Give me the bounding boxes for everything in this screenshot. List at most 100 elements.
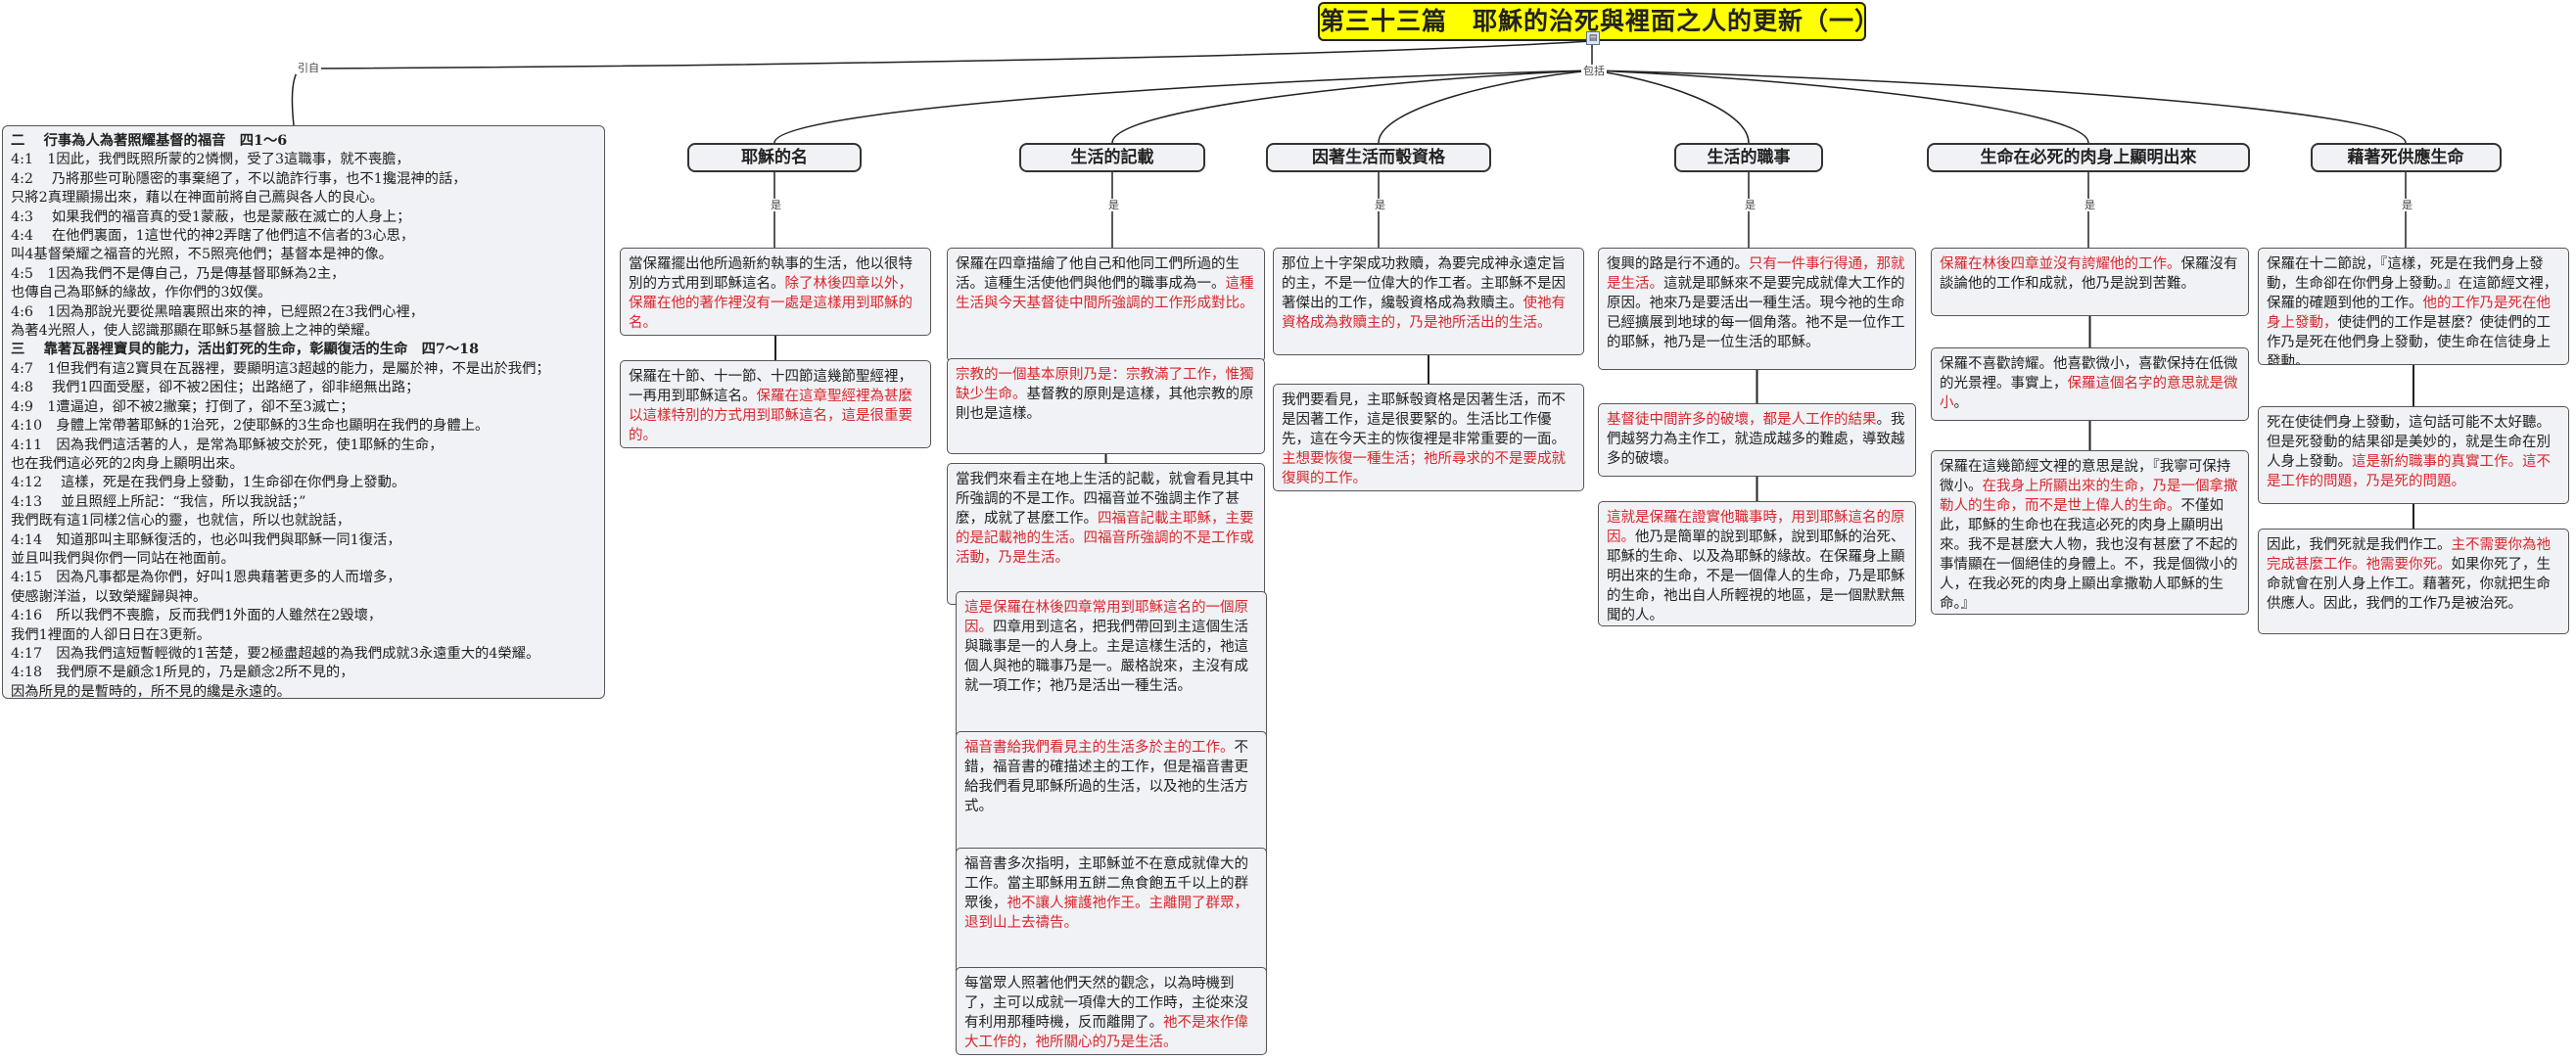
highlight-text: 基督徒中間許多的破壞，都是人工作的結果 <box>1607 412 1877 428</box>
scripture-verse: 4:5 1因為我們不是傳自己，乃是傳基督耶穌為2主， <box>11 265 346 282</box>
scripture-verse: 4:7 1但我們有這2寶貝在瓦器裡，要顯明這3超越的能力，是屬於神，不是出於我們… <box>11 360 550 377</box>
note-text: 每當眾人照著他們天然的觀念，以為時機到了，主可以成就一項偉大的工作時，主從來沒有… <box>964 976 1248 1031</box>
topic-6-note-3[interactable]: 因此，我們死就是我們作工。主不需要你為祂完成甚麼工作。祂需要你死。如果你死了，生… <box>2258 529 2569 634</box>
highlight-text: 這種生活與今天基督徒中間所強調的工作形成對比。 <box>956 276 1254 311</box>
scripture-heading: 三 靠著瓦器裡寶貝的能力，活出釘死的生命，彰顯復活的生命 四7～18 <box>11 342 480 358</box>
scripture-verse: 4:12 這樣，死是在我們身上發動，1生命卻在你們身上發動。 <box>11 475 406 491</box>
topic-2[interactable]: 生活的記載 <box>1019 143 1205 172</box>
topic-2-note-7[interactable]: 每當眾人照著他們天然的觀念，以為時機到了，主可以成就一項偉大的工作時，主從來沒有… <box>956 967 1267 1055</box>
scripture-verse: 4:4 在他們裏面，1這世代的神2弄瞎了他們這不信者的3心思， <box>11 228 415 245</box>
scripture-verse: 並且叫我們與你們一同站在祂面前。 <box>11 550 235 567</box>
scripture-panel[interactable]: 二 行事為人為著照耀基督的福音 四1～6 4:1 1因此，我們既照所蒙的2憐憫，受… <box>2 125 605 699</box>
highlight-text: 保羅這個名字的意思就是微小 <box>1940 376 2238 411</box>
topic-6-note-1[interactable]: 保羅在十二節說，『這樣，死是在我們身上發動，生命卻在你們身上發動。』在這節經文裡… <box>2258 248 2569 365</box>
root-topic[interactable]: 第三十三篇 耶穌的治死與裡面之人的更新（一） <box>1318 2 1879 41</box>
link-root-topic-3 <box>1378 69 1593 144</box>
topic-2-note-6[interactable]: 福音書多次指明，主耶穌並不在意成就偉大的工作。當主耶穌用五餅二魚食飽五千以上的群… <box>956 848 1267 977</box>
note-text: 我們要看見，主耶穌彀資格是因著生活，而不是因著工作，這是很要緊的。生活比工作優先… <box>1282 392 1566 447</box>
note-text: 死在使徒們身上發動，這句話可能不太好聽。但是死發動的結果卻是美妙的，就是生命在別… <box>2267 415 2551 470</box>
note-icon[interactable]: ▤ <box>1586 31 1600 45</box>
note-text: 。我們越努力為主作工，就造成越多的難處，導致越多的破壞。 <box>1607 412 1905 467</box>
topic-4-note-3[interactable]: 這就是保羅在證實他職事時，用到耶穌這名的原因。他乃是簡單的說到耶穌，說到耶穌的治… <box>1598 501 1916 626</box>
topic-3[interactable]: 因著生活而彀資格 <box>1266 143 1491 172</box>
scripture-verse: 4:10 身體上常帶著耶穌的1治死，2使耶穌的3生命也顯明在我們的身體上。 <box>11 418 490 435</box>
scripture-verse: 4:15 因為凡事都是為你們，好叫1恩典藉著更多的人而增多， <box>11 570 401 586</box>
topic-3-note-1[interactable]: 那位上十字架成功救贖，為要完成神永遠定旨的主，不是一位偉大的作工者。主耶穌不是因… <box>1273 248 1584 355</box>
note-text: 這就是耶穌來不是要完成就偉大工作的原因。祂來乃是要活出一種生活。現今祂的生命已經… <box>1607 276 1905 350</box>
edge-label-is: 是 <box>2400 199 2414 211</box>
highlight-text: 這是保羅在林後四章常用到耶穌這名的一個原因。 <box>964 600 1248 635</box>
edge-label-is: 是 <box>1373 199 1387 211</box>
edge-label-is: 是 <box>1106 199 1121 211</box>
scripture-verse: 叫4基督榮耀之福音的光照，不5照亮他們；基督本是神的像。 <box>11 247 393 263</box>
note-text: 保羅在四章描繪了他自己和他同工們所過的生活。這種生活使他們與他們的職事成為一。 <box>956 256 1240 292</box>
note-text: 那位上十字架成功救贖，為要完成神永遠定旨的主，不是一位偉大的作工者。主耶穌不是因… <box>1282 256 1566 311</box>
note-text: 他乃是簡單的說到耶穌，說到耶穌的治死、耶穌的生命、以及為耶穌的緣故。在保羅身上顯… <box>1607 530 1905 623</box>
note-text: 保羅在十節、十一節、十四節這幾節聖經裡，一再用到耶穌這名。 <box>629 369 913 404</box>
note-text: 如果你死了，生命就會在別人身上作工。藉著死，你就把生命供應人。因此，我們的工作乃… <box>2267 557 2551 612</box>
highlight-text: 這就是保羅在證實他職事時，用到耶穌這名的原因。 <box>1607 510 1905 545</box>
note-text: 復興的路是行不通的。 <box>1607 256 1749 272</box>
scripture-verse: 我們1裡面的人卻日日在3更新。 <box>11 626 211 643</box>
topic-2-note-5[interactable]: 福音書給我們看見主的生活多於主的工作。不錯，福音書的確描述主的工作，但是福音書更… <box>956 731 1267 860</box>
scripture-verse: 4:2 乃將那些可恥隱密的事棄絕了，不以詭詐行事，也不1攙混神的話， <box>11 170 467 187</box>
topic-5-note-1[interactable]: 保羅在林後四章並沒有誇耀他的工作。保羅沒有談論他的工作和成就，他乃是說到苦難。 <box>1931 248 2249 316</box>
note-text: 保羅沒有談論他的工作和成就，他乃是說到苦難。 <box>1940 256 2238 292</box>
link-root-topic-1 <box>773 69 1593 144</box>
scripture-verse: 4:16 所以我們不喪膽，反而我們1外面的人雖然在2毀壞， <box>11 608 383 624</box>
highlight-text: 使祂有資格成為救贖主的，乃是祂所活出的生活。 <box>1282 296 1566 331</box>
highlight-text: 祂不讓人擁護祂作王。主離開了群眾，退到山上去禱告。 <box>964 896 1248 931</box>
highlight-text: 宗教的一個基本原則乃是：宗教滿了工作，惟獨缺少生命。 <box>956 367 1254 402</box>
scripture-verse: 4:18 我們原不是顧念1所見的，乃是顧念2所不見的， <box>11 665 354 681</box>
note-text: 因此，我們死就是我們作工。 <box>2267 537 2452 553</box>
scripture-verse: 我們既有這1同樣2信心的靈，也就信，所以也就說話， <box>11 513 351 530</box>
edge-label-is: 是 <box>769 199 783 211</box>
scripture-verse: 4:17 因為我們這短暫輕微的1苦楚，要2極盡超越的為我們成就3永遠重大的4榮耀… <box>11 645 540 662</box>
link-root-topic-6 <box>1591 69 2407 144</box>
note-text: 當保羅擺出他所過新約執事的生活，他以很特別的方式用到耶穌這名。 <box>629 256 913 292</box>
highlight-text: 四福音記載主耶穌，主要的是記載祂的生活。四福音所強調的不是工作或活動，乃是生活。 <box>956 511 1254 566</box>
highlight-text: 保羅在這章聖經裡為甚麼以這樣特別的方式用到耶穌這名，這是很重要的。 <box>629 389 913 443</box>
highlight-text: 他的工作乃是死在他身上發動， <box>2267 296 2551 331</box>
topic-2-note-1[interactable]: 保羅在四章描繪了他自己和他同工們所過的生活。這種生活使他們與他們的職事成為一。這… <box>947 248 1265 362</box>
note-text: 保羅在十二節說，『這樣，死是在我們身上發動，生命卻在你們身上發動。』在這節經文裡… <box>2267 256 2558 311</box>
topic-1[interactable]: 耶穌的名 <box>687 143 862 172</box>
note-text: 保羅在這幾節經文裡的意思是說，『我寧可保持微小。 <box>1940 459 2231 494</box>
topic-1-note-1[interactable]: 當保羅擺出他所過新約執事的生活，他以很特別的方式用到耶穌這名。除了林後四章以外，… <box>620 248 931 336</box>
scripture-verse: 4:1 1因此，我們既照所蒙的2憐憫，受了3這職事，就不喪膽， <box>11 152 410 168</box>
scripture-verse: 為著4光照人，使人認識那顯在耶穌5基督臉上之神的榮耀。 <box>11 323 379 340</box>
scripture-heading: 二 行事為人為著照耀基督的福音 四1～6 <box>11 133 288 149</box>
note-text: 保羅不喜歡誇耀。他喜歡微小，喜歡保持在低微的光景裡。事實上， <box>1940 356 2238 392</box>
highlight-text: 在我身上所顯出來的生命，乃是一個拿撒勒人的生命，而不是世上偉人的生命。 <box>1940 479 2238 514</box>
highlight-text: 只有一件事行得通，那就是生活。 <box>1607 256 1905 292</box>
topic-1-note-2[interactable]: 保羅在十節、十一節、十四節這幾節聖經裡，一再用到耶穌這名。保羅在這章聖經裡為甚麼… <box>620 360 931 448</box>
scripture-verse: 4:6 1因為那說光要從黑暗裏照出來的神，已經照2在3我們心裡， <box>11 303 425 320</box>
edge-label-is: 是 <box>2083 199 2097 211</box>
scripture-verse: 4:11 因為我們這活著的人，是常為耶穌被交於死，使1耶穌的生命， <box>11 437 444 453</box>
scripture-verse: 只將2真理顯揚出來，藉以在神面前將自己薦與各人的良心。 <box>11 190 384 207</box>
scripture-verse: 也傳自己為耶穌的緣故，作你們的3奴僕。 <box>11 285 272 301</box>
link-root-topic-5 <box>1591 69 2089 144</box>
topic-4-note-1[interactable]: 復興的路是行不通的。只有一件事行得通，那就是生活。這就是耶穌來不是要完成就偉大工… <box>1598 248 1916 370</box>
note-text: 。 <box>1953 395 1969 411</box>
highlight-text: 主不需要你為祂完成甚麼工作。祂需要你死。 <box>2267 537 2551 573</box>
scripture-verse: 4:9 1遭逼迫，卻不被2撇棄；打倒了，卻不至3滅亡； <box>11 398 354 415</box>
note-text: 基督教的原則是這樣，其他宗教的原則也是這樣。 <box>956 387 1254 422</box>
topic-6[interactable]: 藉著死供應生命 <box>2310 143 2502 172</box>
topic-2-note-3[interactable]: 當我們來看主在地上生活的記載，就會看見其中所強調的不是工作。四福音並不強調主作了… <box>947 463 1265 605</box>
scripture-verse: 也在我們這必死的2肉身上顯明出來。 <box>11 455 244 472</box>
topic-5-note-3[interactable]: 保羅在這幾節經文裡的意思是說，『我寧可保持微小。在我身上所顯出來的生命，乃是一個… <box>1931 450 2249 615</box>
scripture-verse: 4:8 我們1四面受壓，卻不被2困住；出路絕了，卻非絕無出路； <box>11 380 420 396</box>
topic-4[interactable]: 生活的職事 <box>1674 143 1823 172</box>
topic-5-note-2[interactable]: 保羅不喜歡誇耀。他喜歡微小，喜歡保持在低微的光景裡。事實上，保羅這個名字的意思就… <box>1931 347 2249 421</box>
topic-5[interactable]: 生命在必死的肉身上顯明出來 <box>1927 143 2250 172</box>
scripture-verse: 4:13 並且照經上所記：“我信，所以我說話；” <box>11 493 306 510</box>
edge-label-includes: 包括 <box>1581 65 1607 77</box>
topic-3-note-2[interactable]: 我們要看見，主耶穌彀資格是因著生活，而不是因著工作，這是很要緊的。生活比工作優先… <box>1273 384 1584 491</box>
highlight-text: 福音書給我們看見主的生活多於主的工作。 <box>964 740 1235 756</box>
highlight-text: 祂不是來作偉大工作的，祂所關心的乃是生活。 <box>964 1015 1248 1050</box>
topic-6-note-2[interactable]: 死在使徒們身上發動，這句話可能不太好聽。但是死發動的結果卻是美妙的，就是生命在別… <box>2258 406 2569 504</box>
topic-4-note-2[interactable]: 基督徒中間許多的破壞，都是人工作的結果。我們越努力為主作工，就造成越多的難處，導… <box>1598 403 1916 477</box>
highlight-text: 主想要恢復一種生活；祂所尋求的不是要成就復興的工作。 <box>1282 451 1566 486</box>
topic-2-note-2[interactable]: 宗教的一個基本原則乃是：宗教滿了工作，惟獨缺少生命。基督教的原則是這樣，其他宗教… <box>947 358 1265 454</box>
